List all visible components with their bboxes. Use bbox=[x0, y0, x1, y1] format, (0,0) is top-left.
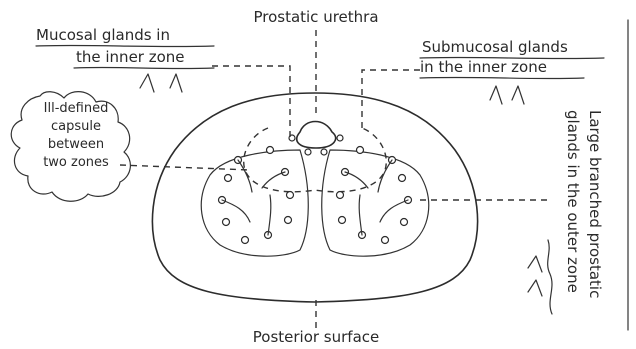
label-submucosal-line2: in the inner zone bbox=[420, 58, 547, 76]
large-sketch-mark bbox=[528, 240, 552, 314]
label-capsule-line2: capsule bbox=[51, 119, 101, 134]
label-capsule-line3: between bbox=[48, 137, 104, 152]
inner-zone-outline bbox=[244, 128, 387, 192]
left-lobe-outline bbox=[201, 150, 308, 256]
label-large-line2: glands in the outer zone bbox=[564, 110, 582, 293]
leader-capsule bbox=[120, 165, 250, 170]
urethra-shape bbox=[297, 122, 336, 149]
submucosal-sketch-mark bbox=[490, 86, 524, 104]
label-mucosal-line2: the inner zone bbox=[76, 48, 185, 66]
label-submucosal-line1: Submucosal glands bbox=[422, 38, 568, 56]
right-lobe-outline bbox=[322, 150, 429, 256]
label-mucosal-line1: Mucosal glands in bbox=[36, 26, 170, 44]
label-posterior-surface: Posterior surface bbox=[253, 328, 380, 346]
label-capsule-line1: Ill-defined bbox=[44, 101, 109, 116]
label-large-line1: Large branched prostatic bbox=[586, 110, 604, 298]
leader-submucosal bbox=[362, 70, 420, 130]
label-prostatic-urethra: Prostatic urethra bbox=[253, 8, 378, 26]
label-capsule-line4: two zones bbox=[43, 155, 109, 170]
mucosal-sketch-mark bbox=[140, 74, 182, 92]
leader-mucosal bbox=[212, 66, 290, 138]
